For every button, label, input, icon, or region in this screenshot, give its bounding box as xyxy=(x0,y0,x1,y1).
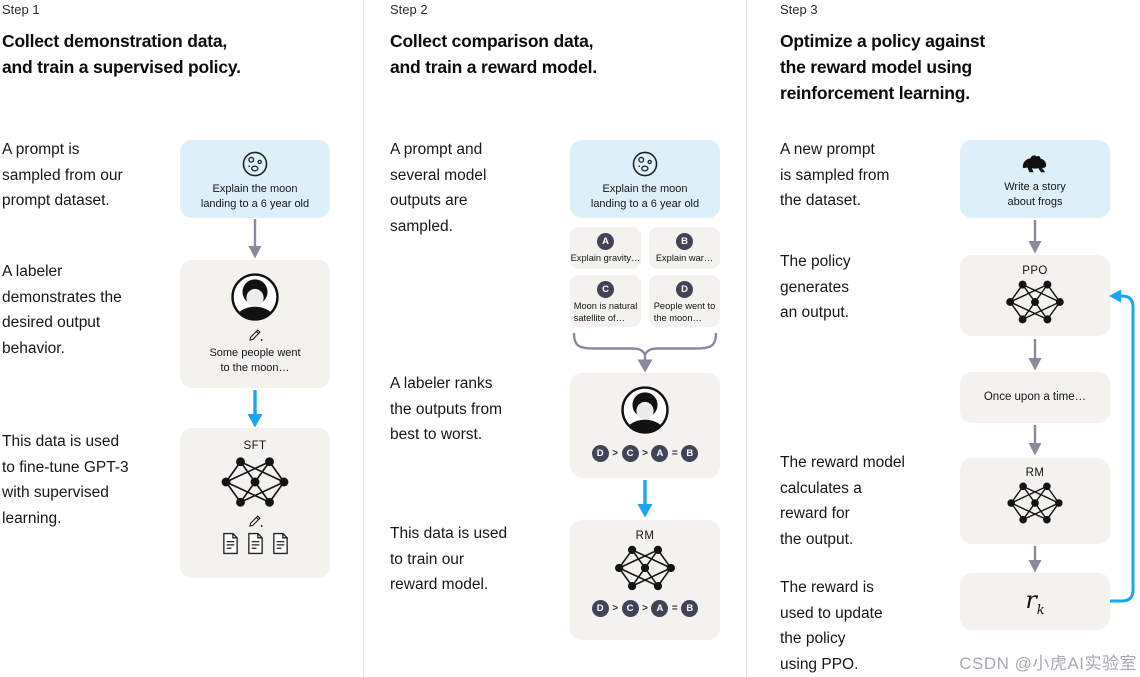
column-divider xyxy=(363,0,364,677)
step1-paragraph-sft: This data is used to fine-tune GPT-3 wit… xyxy=(2,433,129,527)
ranking-sequence: D > C > A = B xyxy=(591,600,699,617)
rank-operator: > xyxy=(612,448,619,459)
merge-brace-arrow-icon xyxy=(570,331,720,373)
step1-paragraph-prompt: A prompt is sampled from our prompt data… xyxy=(2,141,123,209)
step2-paragraph-rank: A labeler ranks the outputs from best to… xyxy=(390,375,503,443)
output-a-box: A Explain gravity… xyxy=(570,227,641,269)
rank-badge: B xyxy=(681,445,699,462)
arrow-down-icon xyxy=(1026,339,1044,371)
step3-reward-box: rk xyxy=(960,573,1110,630)
rank-badge: D xyxy=(591,600,609,617)
step3-paragraph-policy: The policy generates an output. xyxy=(780,253,851,321)
document-icon xyxy=(221,532,240,555)
step3-label: Step 3 xyxy=(780,2,818,17)
output-d-badge: D xyxy=(676,281,693,298)
output-c-box: C Moon is natural satellite of… xyxy=(570,275,641,327)
output-b-text: Explain war… xyxy=(655,253,714,263)
step3-output-text: Once upon a time… xyxy=(983,391,1087,404)
step2-prompt-text: Explain the moon landing to a 6 year old xyxy=(590,183,700,210)
step1-prompt-text: Explain the moon landing to a 6 year old xyxy=(200,183,310,210)
step3-title: Optimize a policy against the reward mod… xyxy=(780,31,986,103)
step3-prompt-box: Write a story about frogs xyxy=(960,140,1110,218)
column-divider xyxy=(746,0,747,677)
ppo-label: PPO xyxy=(1022,265,1048,277)
step1-paragraph-labeler: A labeler demonstrates the desired outpu… xyxy=(2,263,122,357)
network-icon xyxy=(1003,278,1067,326)
step2-label: Step 2 xyxy=(390,2,428,17)
step1-demonstration-box: Some people went to the moon… xyxy=(180,260,330,388)
step3-paragraph-update: The reward is used to update the policy … xyxy=(780,579,883,673)
network-icon xyxy=(1004,480,1066,526)
output-a-badge: A xyxy=(597,233,614,250)
step3-rm-box: RM xyxy=(960,458,1110,544)
output-a-text: Explain gravity… xyxy=(570,253,641,263)
step1-prompt-box: Explain the moon landing to a 6 year old xyxy=(180,140,330,218)
step1-title: Collect demonstration data, and train a … xyxy=(2,31,241,77)
reward-value: rk xyxy=(1025,585,1045,618)
step2-prompt-box: Explain the moon landing to a 6 year old xyxy=(570,140,720,218)
rank-operator: > xyxy=(642,603,648,614)
network-icon xyxy=(612,543,678,593)
step1-demonstration-text: Some people went to the moon… xyxy=(209,347,301,374)
pencil-icon xyxy=(247,512,264,529)
rank-operator: = xyxy=(671,603,678,614)
documents-row xyxy=(221,532,290,555)
step2-rm-box: RM D > C > A = B xyxy=(570,520,720,640)
step2-paragraph-prompt: A prompt and several model outputs are s… xyxy=(390,141,487,235)
rank-badge: A xyxy=(651,600,669,617)
moon-icon xyxy=(240,149,270,179)
arrow-down-blue-icon xyxy=(245,390,265,428)
step3-output-box: Once upon a time… xyxy=(960,372,1110,423)
rank-badge: D xyxy=(591,445,609,462)
sft-label: SFT xyxy=(243,440,267,452)
moon-icon xyxy=(630,149,660,179)
step2-title: Collect comparison data, and train a rew… xyxy=(390,31,597,77)
pencil-icon xyxy=(247,326,264,343)
rm-label: RM xyxy=(635,530,655,542)
rank-badge: A xyxy=(651,445,669,462)
frog-icon xyxy=(1019,152,1051,176)
rank-badge: C xyxy=(621,445,639,462)
document-icon xyxy=(271,532,290,555)
watermark: CSDN @小虎AI实验室 xyxy=(959,654,1137,673)
step3-ppo-box: PPO xyxy=(960,255,1110,336)
labeler-icon xyxy=(229,271,281,323)
rank-operator: > xyxy=(642,448,648,459)
output-b-box: B Explain war… xyxy=(649,227,720,269)
output-b-badge: B xyxy=(676,233,693,250)
step3-paragraph-prompt: A new prompt is sampled from the dataset… xyxy=(780,141,890,209)
document-icon xyxy=(246,532,265,555)
step1-sft-box: SFT xyxy=(180,428,330,578)
step2-paragraph-rm: This data is used to train our reward mo… xyxy=(390,525,508,593)
rank-badge: C xyxy=(621,600,639,617)
step3-paragraph-reward: The reward model calculates a reward for… xyxy=(780,454,905,548)
rm-label: RM xyxy=(1025,467,1045,479)
arrow-down-icon xyxy=(1026,220,1044,254)
rank-badge: B xyxy=(681,600,699,617)
ranking-sequence: D > C > A = B xyxy=(591,445,699,462)
arrow-down-icon xyxy=(1026,546,1044,573)
feedback-loop-arrow-icon xyxy=(1106,284,1140,610)
step2-ranking-box: D > C > A = B xyxy=(570,373,720,478)
output-d-box: D People went to the moon… xyxy=(649,275,720,327)
network-icon xyxy=(218,454,292,510)
labeler-icon xyxy=(619,384,671,436)
output-c-badge: C xyxy=(597,281,614,298)
step3-prompt-text: Write a story about frogs xyxy=(1004,181,1066,208)
output-c-text: Moon is natural satellite of… xyxy=(573,301,638,323)
rank-operator: = xyxy=(671,448,678,459)
step1-label: Step 1 xyxy=(2,2,40,17)
arrow-down-icon xyxy=(1026,425,1044,456)
arrow-down-icon xyxy=(246,219,264,259)
arrow-down-blue-icon xyxy=(635,480,655,518)
output-d-text: People went to the moon… xyxy=(653,301,716,323)
rank-operator: > xyxy=(612,603,619,614)
